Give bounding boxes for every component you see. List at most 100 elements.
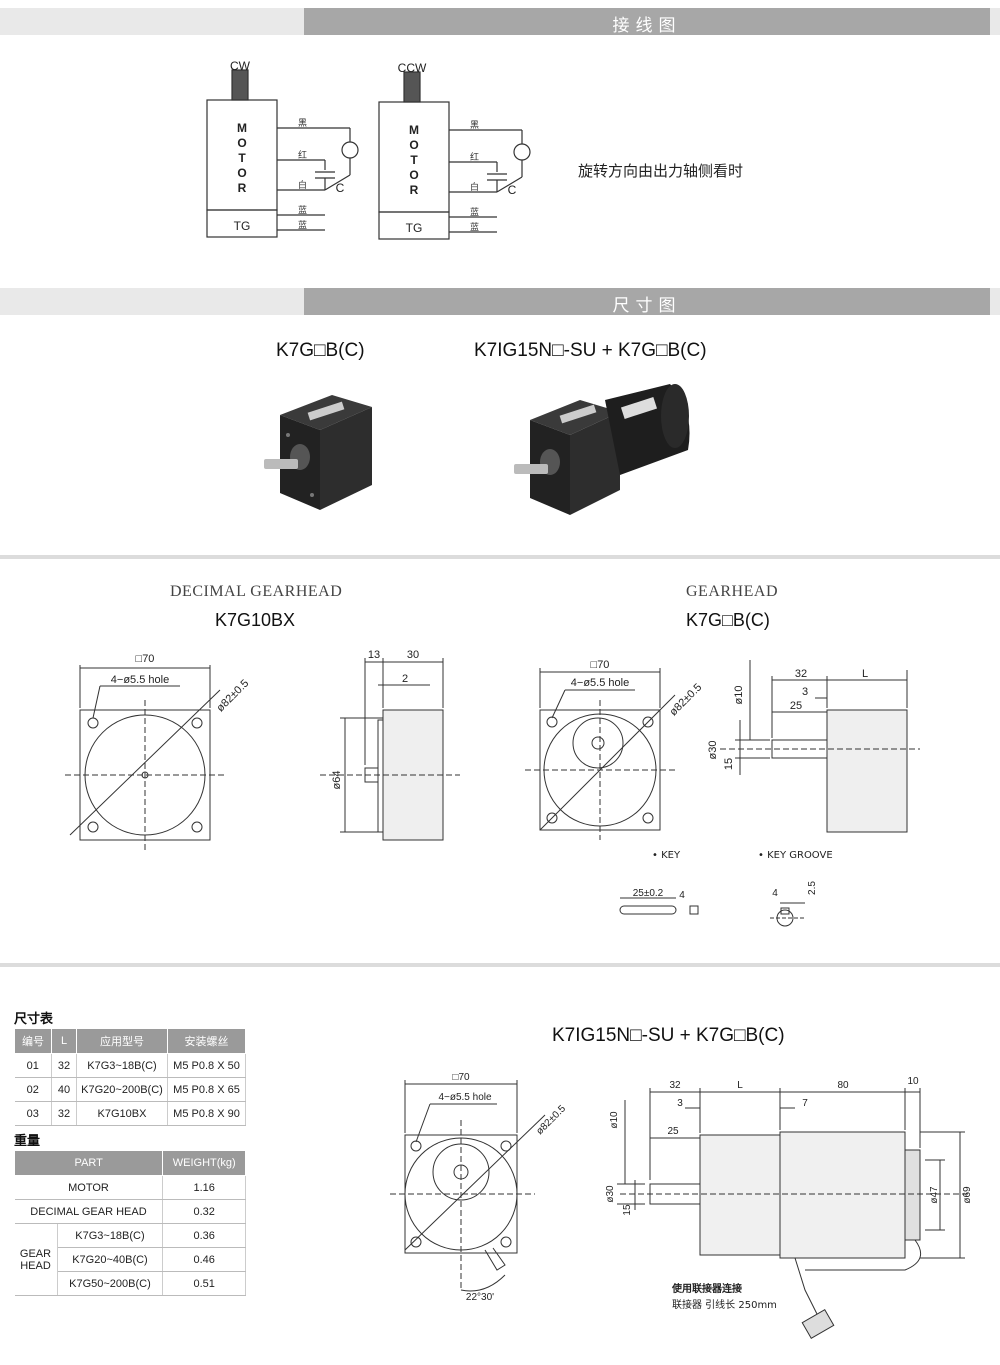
bottom-drawing-model: K7IG15N□-SU + K7G□B(C) (552, 1025, 785, 1046)
bottom-shaft-dim: ø10 (609, 1111, 620, 1129)
size-cell: K7G20~200B(C) (76, 1077, 168, 1102)
bottom-motor-drawing: □70 4−ø5.5 hole ø82±0.5 22°30' 32 L 80 1… (390, 1072, 973, 1339)
size-table: 编号 L 应用型号 安装螺丝 01 32 K7G3~18B(C) M5 P0.8… (14, 1028, 246, 1126)
size-col-screw: 安装螺丝 (167, 1028, 246, 1054)
size-cell: 03 (14, 1101, 52, 1126)
right-d30: ø30 (707, 741, 719, 760)
size-col-model: 应用型号 (76, 1028, 168, 1054)
bottom-d15: 15 (622, 1204, 633, 1216)
key-groove-label-text: KEY GROOVE (767, 850, 833, 861)
right-square-dim: □70 (591, 659, 610, 671)
weight-value-cell: 0.32 (162, 1199, 246, 1224)
groove-depth-dim: 2.5 (807, 881, 818, 895)
bottom-hole-dim: 4−ø5.5 hole (438, 1092, 492, 1103)
product-left-title: K7G□B(C) (276, 340, 365, 361)
svg-text:R: R (238, 181, 247, 195)
left-square-dim: □70 (136, 653, 155, 665)
size-table-heading: 尺寸表 (14, 1012, 54, 1027)
table-row: 03 32 K7G10BX M5 P0.8 X 90 (14, 1101, 246, 1126)
right-pcd-dim: ø82±0.5 (667, 681, 704, 718)
gearhead-photo (264, 395, 372, 510)
svg-text:R: R (410, 183, 419, 197)
bottom-angle-dim: 22°30' (466, 1292, 494, 1303)
size-cell: 01 (14, 1053, 52, 1078)
svg-text:蓝: 蓝 (298, 204, 307, 215)
svg-text:T: T (238, 151, 246, 165)
key-width-dim: 4 (679, 890, 685, 901)
weight-table-heading: 重量 (14, 1134, 41, 1149)
cw-cap-label: C (336, 181, 345, 195)
cw-label: CW (230, 59, 251, 73)
ccw-cap-label: C (508, 183, 517, 197)
svg-text:O: O (237, 166, 246, 180)
weight-part-cell: DECIMAL GEAR HEAD (14, 1199, 164, 1224)
dimension-section-bar: 尺寸图 (0, 288, 1000, 316)
weight-part-cell: K7G20~40B(C) (57, 1247, 164, 1272)
svg-text:白: 白 (298, 179, 307, 190)
key-label: • KEY (652, 850, 681, 861)
table-row: GEAR HEAD K7G3~18B(C) 0.36 (14, 1223, 246, 1296)
bottom-d10: 10 (907, 1076, 919, 1087)
right-shaft-dim: ø10 (733, 686, 745, 705)
cw-motor-letters: MOTOR (237, 121, 247, 195)
left-pcd-dim: ø82±0.5 (214, 677, 251, 714)
groove-width-dim: 4 (772, 888, 778, 899)
ccw-label: CCW (398, 61, 427, 75)
bottom-d32: 32 (669, 1080, 681, 1091)
motor-gearhead-photo (514, 384, 690, 515)
right-gearhead-drawing: □70 4−ø5.5 hole ø82±0.5 32 L 3 25 ø30 15… (525, 659, 920, 840)
bottom-d25: 25 (667, 1126, 679, 1137)
left-pilot-dim: ø64 (331, 771, 343, 790)
size-cell: K7G3~18B(C) (76, 1053, 168, 1078)
svg-text:T: T (410, 153, 418, 167)
weight-table: PART WEIGHT(kg) MOTOR 1.16 DECIMAL GEAR … (13, 1150, 246, 1296)
weight-value-cell: 1.16 (162, 1175, 246, 1200)
right-d32: 32 (795, 668, 807, 680)
right-drawing-model: K7G□B(C) (686, 610, 770, 630)
key-label-text: KEY (661, 850, 681, 861)
weight-value-cell: 0.46 (162, 1247, 246, 1272)
bottom-L: L (737, 1080, 743, 1091)
svg-text:蓝: 蓝 (470, 221, 479, 232)
cw-wire-labels: 黑 红 白 蓝 蓝 (298, 118, 307, 230)
svg-text:O: O (409, 138, 418, 152)
bottom-d7: 7 (802, 1098, 808, 1109)
left-d30: 30 (407, 649, 419, 661)
table-row: 02 40 K7G20~200B(C) M5 P0.8 X 65 (14, 1077, 246, 1102)
product-right-title: K7IG15N□-SU + K7G□B(C) (474, 340, 707, 361)
svg-text:白: 白 (470, 181, 479, 192)
left-drawing-caption: DECIMAL GEARHEAD (170, 583, 343, 600)
table-row: K7G50~200B(C) 0.51 (15, 1271, 246, 1296)
size-cell: 32 (51, 1053, 77, 1078)
wiring-section-bar: 接线图 (0, 8, 1000, 36)
size-col-L: L (51, 1028, 77, 1054)
size-cell: 32 (51, 1101, 77, 1126)
weight-value-cell: 0.51 (162, 1271, 246, 1296)
dimension-bar-accent (304, 288, 990, 315)
size-cell: 40 (51, 1077, 77, 1102)
right-hole-dim: 4−ø5.5 hole (571, 677, 629, 689)
weight-value-cell: 0.36 (162, 1223, 246, 1248)
size-col-no: 编号 (14, 1028, 52, 1054)
right-d25: 25 (790, 700, 802, 712)
connector-note-1: 使用联接器连接 (672, 1284, 742, 1295)
size-cell: M5 P0.8 X 90 (167, 1101, 246, 1126)
rotation-note: 旋转方向由出力轴侧看时 (578, 162, 744, 180)
size-cell: M5 P0.8 X 65 (167, 1077, 246, 1102)
left-drawing-model: K7G10BX (215, 610, 296, 630)
key-groove-label: • KEY GROOVE (758, 850, 833, 861)
weight-group-cell: GEAR HEAD (14, 1223, 58, 1296)
bottom-square-dim: □70 (452, 1072, 470, 1083)
svg-text:蓝: 蓝 (298, 219, 307, 230)
ccw-tg-label: TG (406, 221, 423, 235)
left-hole-dim: 4−ø5.5 hole (111, 674, 169, 686)
table-row: DECIMAL GEAR HEAD 0.32 (14, 1199, 246, 1224)
right-d3: 3 (802, 686, 808, 698)
key-detail-drawings: 25±0.2 4 4 2.5 (619, 881, 818, 927)
svg-text:O: O (237, 136, 246, 150)
svg-text:M: M (409, 123, 419, 137)
svg-text:蓝: 蓝 (470, 206, 479, 217)
svg-text:黑: 黑 (470, 120, 479, 130)
dimension-section-title: 尺寸图 (612, 296, 682, 316)
right-d15: 15 (723, 758, 735, 770)
